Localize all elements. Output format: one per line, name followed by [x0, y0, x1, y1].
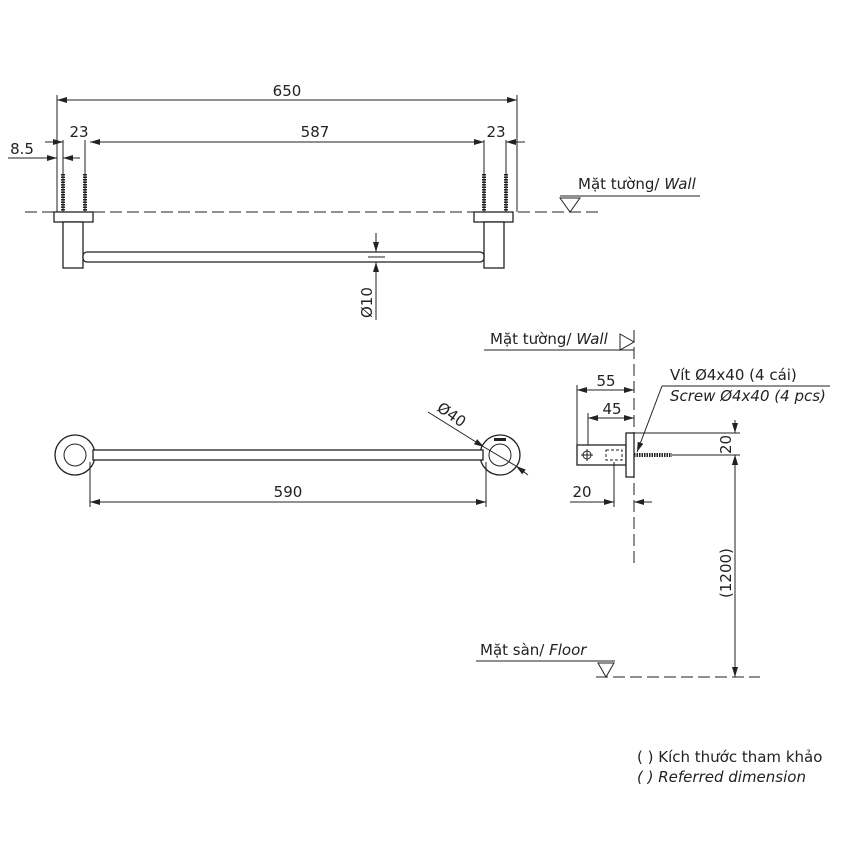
- screw-note-vi: Vít Ø4x40 (4 cái): [670, 366, 797, 384]
- post-left: [62, 221, 84, 269]
- set-screw-icon: [605, 449, 623, 461]
- dim-bar-diameter: Ø10: [358, 287, 376, 318]
- towel-bar-front: [92, 449, 484, 461]
- wall-label: Mặt tường/ Wall: [578, 175, 697, 193]
- top-view: 650 587 23 23 8.5 Ø10 Mặt tường/ Wall: [8, 82, 700, 320]
- screw-note-en: Screw Ø4x40 (4 pcs): [670, 387, 826, 405]
- dim-screw-right: 23: [486, 123, 505, 141]
- screw-leader: [636, 385, 663, 453]
- floor-level-triangle-icon: [597, 662, 615, 679]
- floor-label: Mặt sàn/ Floor: [480, 641, 587, 659]
- dim-bar-length: 590: [274, 483, 303, 501]
- dim-screw-left: 23: [69, 123, 88, 141]
- side-view: Mặt tường/ Wall 55 45 20 Vít Ø4x40 (4 cá…: [476, 330, 830, 679]
- post-right: [483, 221, 505, 269]
- footnote-vi: ( ) Kích thước tham khảo: [637, 748, 822, 766]
- dim-flange-height: 20: [717, 435, 735, 454]
- flange-side: [625, 432, 635, 478]
- wall-level-triangle-icon: [559, 197, 581, 213]
- towel-bar: [82, 251, 485, 263]
- flange-left-round: [54, 434, 96, 476]
- dim-bar-offset: 20: [572, 483, 591, 501]
- wall-level-triangle-icon: [619, 333, 636, 351]
- footnote-en: ( ) Referred dimension: [637, 768, 806, 786]
- dim-projection-bar: 45: [602, 400, 621, 418]
- dim-span: 587: [301, 123, 330, 141]
- dim-projection-total: 55: [596, 372, 615, 390]
- flange-right: [473, 211, 514, 223]
- dim-screw-offset: 8.5: [10, 140, 34, 158]
- flange-left: [53, 211, 94, 223]
- front-view: 590 Ø40: [54, 399, 529, 507]
- dim-overall-length: 650: [273, 82, 302, 100]
- dim-mount-height: (1200): [717, 548, 735, 598]
- wall-label-side: Mặt tường/ Wall: [490, 330, 609, 348]
